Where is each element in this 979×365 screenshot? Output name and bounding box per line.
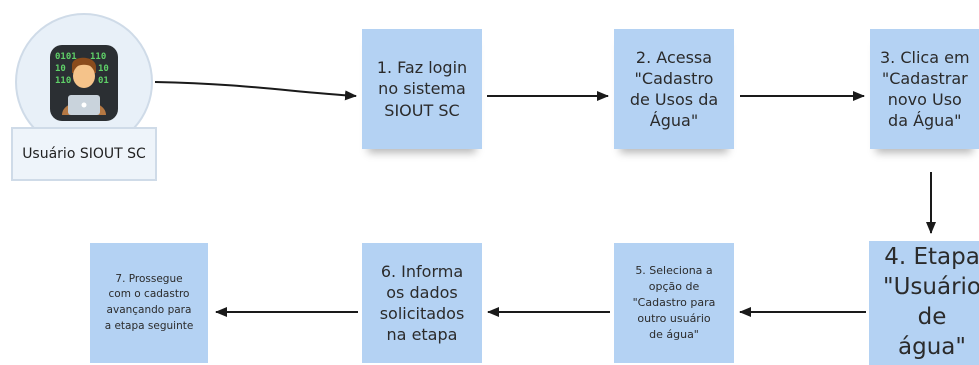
step-6-note: 6. Informa os dados solicitados na etapa xyxy=(362,243,482,363)
svg-text:110: 110 xyxy=(90,52,106,62)
step-5-text: 5. Seleciona a opção de "Cadastro para o… xyxy=(632,264,716,341)
svg-text:110: 110 xyxy=(55,76,71,86)
svg-text:10: 10 xyxy=(98,64,109,74)
actor-label: Usuário SIOUT SC xyxy=(11,127,157,181)
step-3-note: 3. Clica em "Cadastrar novo Uso da Água" xyxy=(870,29,979,149)
step-1-note: 1. Faz login no sistema SIOUT SC xyxy=(362,29,482,149)
step-4-text: 4. Etapa "Usuário de água" xyxy=(883,244,979,360)
step-3-text: 3. Clica em "Cadastrar novo Uso da Água" xyxy=(880,47,970,131)
step-7-note: 7. Prossegue com o cadastro avançando pa… xyxy=(90,243,208,363)
step-1-text: 1. Faz login no sistema SIOUT SC xyxy=(376,58,468,120)
technologist-icon: 0101 110 10 10 110 01 xyxy=(48,43,120,123)
step-6-text: 6. Informa os dados solicitados na etapa xyxy=(379,261,465,345)
arrow-actor-to-step1 xyxy=(154,81,357,101)
step-4-note: 4. Etapa "Usuário de água" xyxy=(869,241,979,365)
svg-text:01: 01 xyxy=(98,76,109,86)
step-2-note: 2. Acessa "Cadastro de Usos da Água" xyxy=(614,29,734,149)
step-7-text: 7. Prossegue com o cadastro avançando pa… xyxy=(104,272,194,332)
step-2-text: 2. Acessa "Cadastro de Usos da Água" xyxy=(629,47,719,131)
svg-text:0101: 0101 xyxy=(55,52,77,62)
step-5-note: 5. Seleciona a opção de "Cadastro para o… xyxy=(614,243,734,363)
svg-text:10: 10 xyxy=(55,64,66,74)
